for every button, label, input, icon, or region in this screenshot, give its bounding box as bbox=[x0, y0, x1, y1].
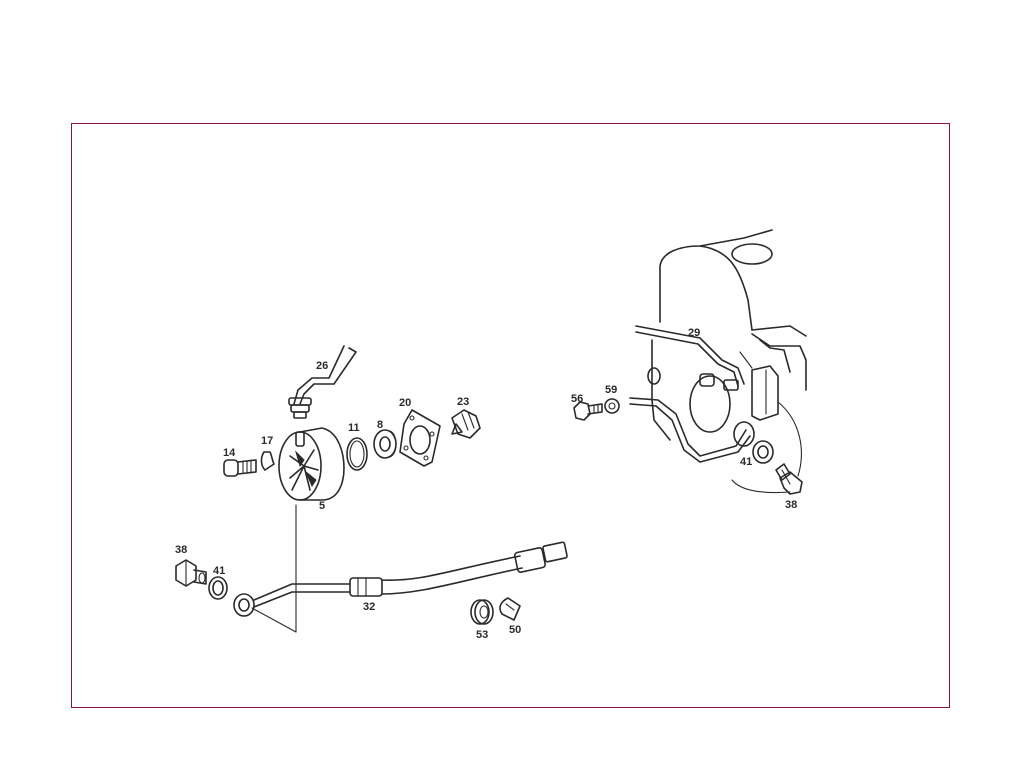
label-11: 11 bbox=[348, 422, 360, 434]
label-41-left: 41 bbox=[213, 565, 225, 577]
part-5-pump bbox=[278, 427, 345, 501]
part-38-bolt-left bbox=[175, 559, 207, 587]
leader-lines bbox=[251, 504, 297, 633]
part-41-washer-left bbox=[208, 576, 228, 600]
label-20: 20 bbox=[399, 397, 411, 409]
part-50-clip bbox=[499, 597, 521, 621]
part-23-cap bbox=[451, 409, 481, 439]
part-8-seal bbox=[373, 429, 397, 459]
part-59-washer bbox=[604, 398, 620, 414]
label-32: 32 bbox=[363, 601, 375, 613]
part-26-pipe bbox=[288, 345, 357, 419]
engine-block bbox=[651, 229, 807, 494]
part-38-bolt-right bbox=[775, 463, 803, 495]
part-20-gasket bbox=[399, 409, 441, 467]
label-38-left: 38 bbox=[175, 544, 187, 556]
part-32-line bbox=[233, 541, 568, 617]
label-26: 26 bbox=[316, 360, 328, 372]
part-41-washer-right bbox=[752, 440, 774, 464]
label-53: 53 bbox=[476, 629, 488, 641]
label-23: 23 bbox=[457, 396, 469, 408]
part-17-washer bbox=[260, 451, 275, 471]
label-59: 59 bbox=[605, 384, 617, 396]
label-8: 8 bbox=[377, 419, 383, 431]
label-14: 14 bbox=[223, 447, 236, 459]
part-53-grommet bbox=[470, 599, 494, 625]
label-41-right: 41 bbox=[740, 456, 752, 468]
label-50: 50 bbox=[509, 624, 521, 636]
part-56-bolt bbox=[573, 401, 603, 421]
label-17: 17 bbox=[261, 435, 273, 447]
label-38-right: 38 bbox=[785, 499, 797, 511]
part-11-oring bbox=[346, 437, 368, 471]
part-29-line bbox=[629, 325, 755, 463]
label-56: 56 bbox=[571, 393, 583, 405]
diagram-frame bbox=[71, 123, 950, 708]
label-29: 29 bbox=[688, 327, 700, 339]
label-5: 5 bbox=[319, 500, 325, 512]
part-14-bolt bbox=[223, 459, 257, 477]
